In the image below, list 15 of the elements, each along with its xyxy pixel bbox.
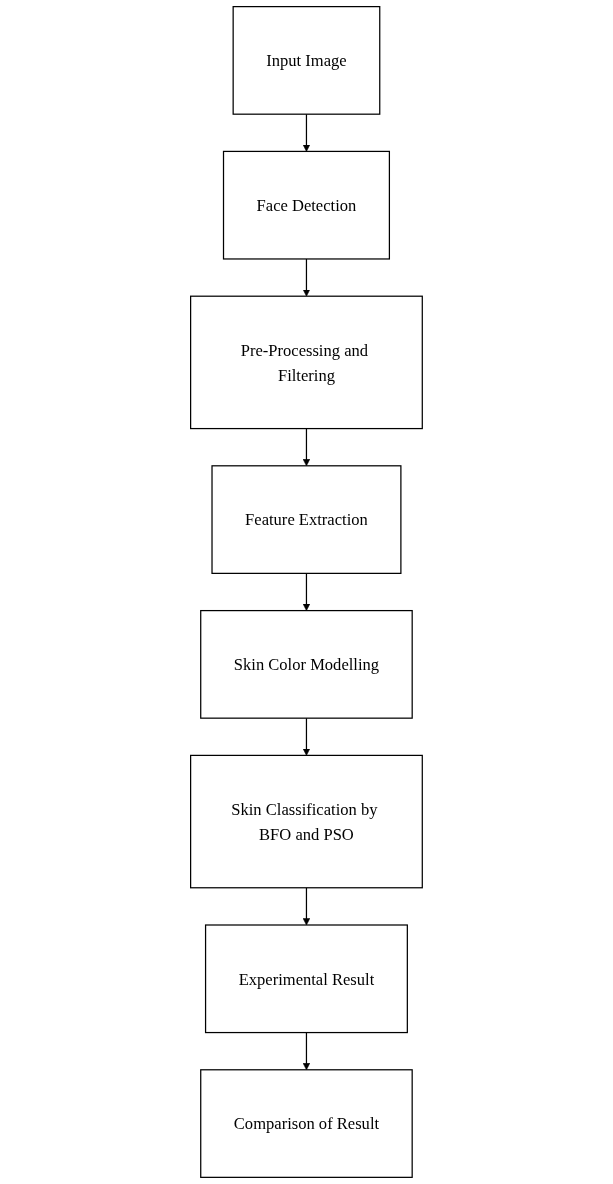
node-box: Skin Color Modelling [200,610,413,719]
arrow [302,887,311,926]
arrow [302,258,311,297]
node-box: Pre-Processing and Filtering [190,295,423,430]
arrow [302,113,311,152]
arrow [302,717,311,756]
node-box: Face Detection [222,150,391,260]
node-box: Comparison of Result [200,1069,413,1178]
arrow [302,1031,311,1071]
node-box: Experimental Result [205,924,408,1034]
arrow [302,427,311,467]
node-box: Feature Extraction [211,465,402,574]
arrow [302,572,311,611]
node-box: Skin Classification by BFO and PSO [190,754,423,889]
node-box: Input Image [232,6,381,115]
